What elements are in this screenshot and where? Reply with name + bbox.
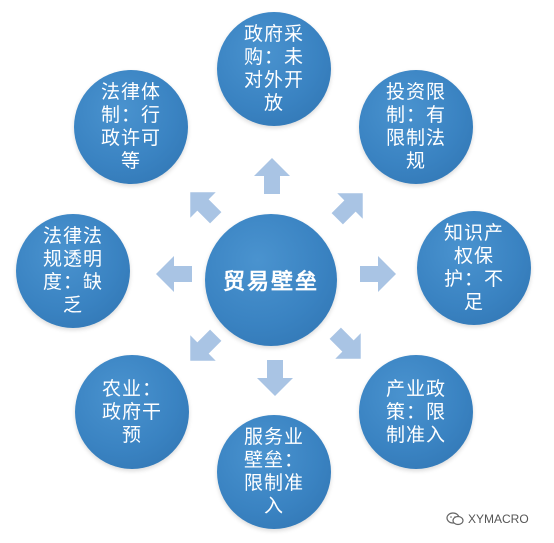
node-services: 服务业 壁垒： 限制准 入: [217, 415, 331, 529]
arrow-down-right-icon: [328, 326, 368, 366]
center-node: 贸易壁垒: [205, 214, 337, 346]
arrow-up-left-icon: [183, 185, 223, 225]
node-legal-system: 法律体 制：行 政许可 等: [74, 70, 188, 184]
node-label: 知识产 权保 护：不 足: [443, 222, 504, 313]
arrow-up-right-icon: [330, 186, 370, 226]
wechat-icon: [446, 512, 464, 526]
node-agriculture: 农业： 政府干 预: [75, 355, 189, 469]
node-legal-transparency: 法律法 规透明 度：缺 乏: [16, 214, 130, 328]
node-label: 政府采 购：未 对外开 放: [243, 23, 304, 114]
node-label: 投资限 制：有 限制法 规: [385, 81, 446, 172]
center-label: 贸易壁垒: [222, 270, 319, 295]
arrow-down-left-icon: [183, 328, 223, 368]
arrow-right-icon: [358, 254, 398, 294]
node-intellectual-property: 知识产 权保 护：不 足: [417, 211, 531, 325]
node-industrial-policy: 产业政 策：限 制准入: [359, 355, 473, 469]
node-label: 法律体 制：行 政许可 等: [100, 81, 161, 172]
node-label: 农业： 政府干 预: [101, 377, 162, 446]
node-label: 服务业 壁垒： 限制准 入: [243, 426, 304, 517]
node-government-procurement: 政府采 购：未 对外开 放: [217, 12, 331, 126]
node-label: 产业政 策：限 制准入: [385, 377, 446, 446]
watermark: XYMACRO: [446, 512, 529, 526]
arrow-left-icon: [154, 254, 194, 294]
arrow-up-icon: [252, 156, 292, 196]
node-label: 法律法 规透明 度：缺 乏: [42, 225, 103, 316]
arrow-down-icon: [255, 358, 295, 398]
node-investment: 投资限 制：有 限制法 规: [359, 70, 473, 184]
watermark-text: XYMACRO: [468, 512, 529, 526]
